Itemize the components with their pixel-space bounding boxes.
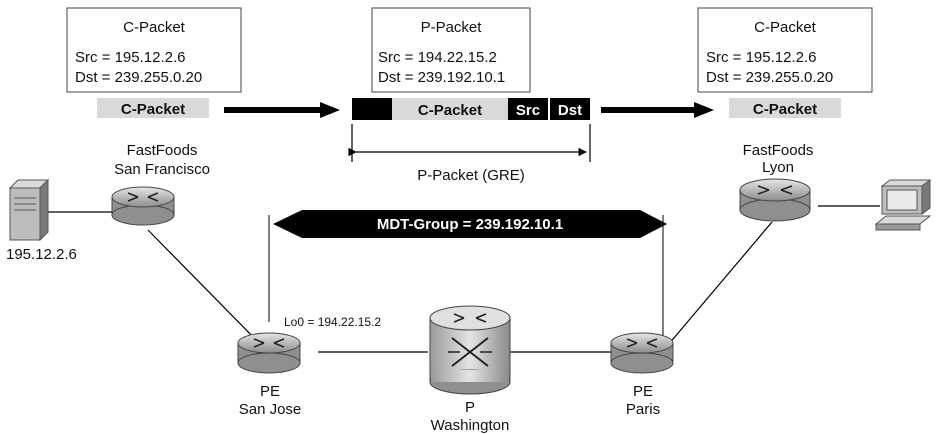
pe-paris-line2: Paris [626, 401, 660, 418]
pe-sanjose-line1: PE [260, 383, 280, 400]
left-packet-dst: Dst = 239.255.0.20 [75, 69, 202, 86]
right-packet-dst: Dst = 239.255.0.20 [706, 69, 833, 86]
link-sf-pesj [147, 229, 265, 349]
right-c-packet-box: C-Packet Src = 195.12.2.6 Dst = 239.255.… [697, 7, 873, 93]
router-icon-p-washington [429, 305, 511, 395]
gre-span-label: P-Packet (GRE) [417, 167, 525, 184]
right-packet-src: Src = 195.12.2.6 [706, 49, 817, 66]
gre-bar-dst-label: Dst [558, 102, 582, 119]
arrow-encap-head [320, 102, 340, 118]
pe-sanjose-loopback: Lo0 = 194.22.15.2 [284, 315, 381, 329]
router-icon-pe-sanjose [237, 332, 301, 374]
gre-span-bracket: P-Packet (GRE) [348, 124, 591, 184]
router-icon-sf [111, 186, 175, 226]
pe-paris-line1: PE [633, 383, 653, 400]
center-p-packet-box: P-Packet Src = 194.22.15.2 Dst = 239.192… [371, 7, 531, 93]
center-gre-packet-bar: C-Packet Src Dst [352, 98, 590, 120]
lyon-router-line1: FastFoods [743, 142, 814, 159]
pc-icon [874, 179, 932, 231]
link-peparis-lyon [667, 221, 773, 346]
gre-bar-src-label: Src [516, 102, 540, 119]
gre-bar-inner-label: C-Packet [418, 102, 482, 119]
sf-router-line1: FastFoods [127, 142, 198, 159]
p-washington-line2: Washington [431, 417, 510, 434]
p-washington-line1: P [465, 399, 475, 416]
center-packet-title: P-Packet [421, 19, 483, 36]
server-ip-label: 195.12.2.6 [6, 246, 77, 263]
left-packet-src: Src = 195.12.2.6 [75, 49, 186, 66]
arrow-decap-head [694, 102, 714, 118]
left-packet-title: C-Packet [123, 19, 186, 36]
right-packet-title: C-Packet [754, 19, 817, 36]
mdt-group-label: MDT-Group = 239.192.10.1 [377, 216, 563, 233]
sf-router-line2: San Francisco [114, 161, 210, 178]
right-c-packet-bar: C-Packet [729, 98, 841, 118]
left-c-packet-bar: C-Packet [97, 98, 209, 118]
server-icon [8, 178, 50, 242]
mdt-group-tunnel [273, 210, 667, 238]
router-icon-lyon [739, 178, 811, 222]
center-packet-dst: Dst = 239.192.10.1 [378, 69, 505, 86]
left-bar-label: C-Packet [121, 101, 185, 118]
pe-sanjose-line2: San Jose [239, 401, 302, 418]
center-packet-src: Src = 194.22.15.2 [378, 49, 497, 66]
router-icon-pe-paris [610, 332, 674, 374]
left-c-packet-box: C-Packet Src = 195.12.2.6 Dst = 239.255.… [66, 7, 242, 93]
right-bar-label: C-Packet [753, 101, 817, 118]
lyon-router-line2: Lyon [762, 159, 794, 176]
